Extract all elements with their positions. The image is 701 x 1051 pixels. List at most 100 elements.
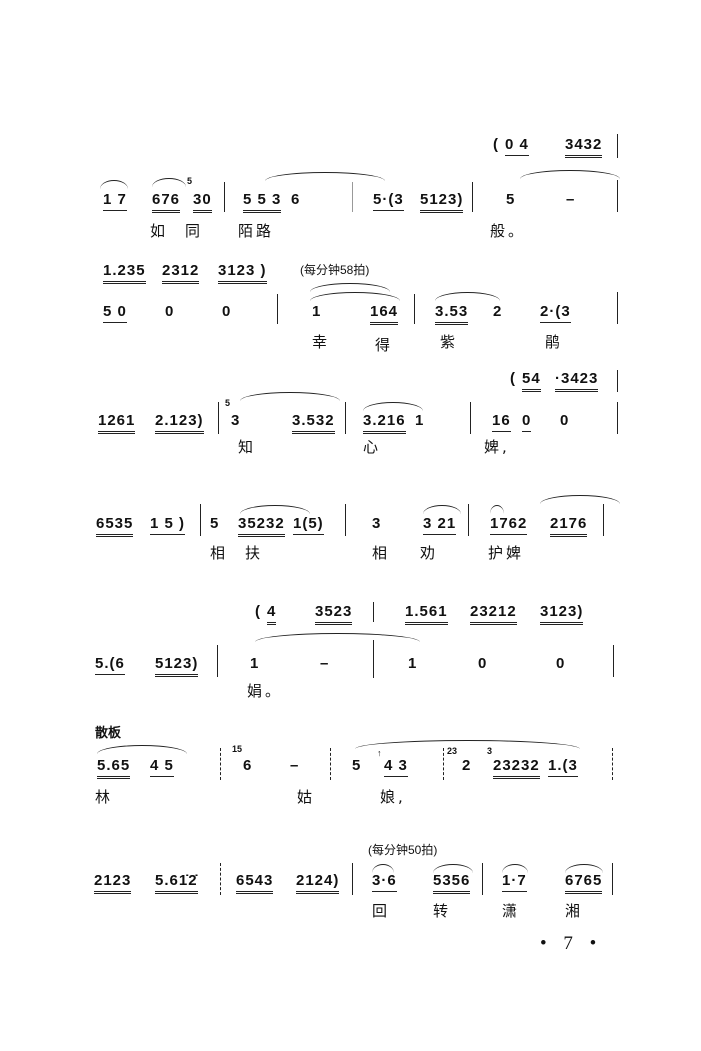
intro-note: 54: [522, 370, 541, 392]
intro-note: 3123 ): [218, 262, 267, 284]
lyric: 回: [372, 902, 391, 920]
slur: [423, 505, 461, 514]
barline: [217, 645, 218, 677]
tempo-marking: (每分钟58拍): [300, 263, 370, 277]
lyric: 娘,: [380, 788, 406, 806]
note: 1261: [98, 412, 136, 434]
note: 5: [506, 191, 516, 208]
lyric: 鹃: [545, 333, 564, 351]
note: 6765: [565, 872, 603, 894]
slur: [490, 505, 504, 514]
lyric: 幸: [312, 333, 331, 351]
barline: [612, 863, 613, 895]
slur: [565, 864, 603, 873]
note: 1: [312, 303, 322, 320]
slur: [97, 745, 187, 754]
note: 5: [210, 515, 220, 532]
note: 6543: [236, 872, 274, 894]
note: 5 5 3: [243, 191, 282, 213]
intro-note: ·3423: [555, 370, 599, 392]
intro-paren: (: [493, 136, 499, 153]
barline: [224, 182, 225, 212]
note: 35232: [238, 515, 285, 537]
note: 1·7: [502, 872, 527, 892]
intro-paren: (: [255, 603, 261, 620]
slur: [433, 864, 473, 873]
note: 0: [522, 412, 532, 432]
note: 0: [222, 303, 232, 320]
barline: [352, 863, 353, 895]
barline: [613, 645, 614, 677]
lyric: 紫: [440, 333, 459, 351]
barline-dashed: [220, 748, 221, 780]
note: 5123): [155, 655, 199, 677]
lyric: 娟。: [247, 682, 284, 700]
note: 1: [250, 655, 260, 672]
barline: [218, 402, 219, 434]
note: 5356: [433, 872, 471, 894]
intro-note: 2312: [162, 262, 200, 284]
intro-note: 0 4: [505, 136, 529, 156]
note: 3.53: [435, 303, 469, 325]
note: 4 3: [384, 757, 408, 777]
slur: [540, 495, 620, 504]
slur: [310, 292, 400, 301]
dash: –: [290, 757, 300, 774]
slur: [100, 180, 128, 189]
slur: [240, 392, 340, 401]
intro-note: 1.235: [103, 262, 146, 284]
barline: [352, 182, 353, 212]
lyric: 心: [363, 438, 382, 456]
lyric: 湘: [565, 902, 584, 920]
note: 5.(6: [95, 655, 125, 675]
note: 0: [556, 655, 566, 672]
note: 16: [492, 412, 511, 432]
intro-note: 1.561: [405, 603, 448, 625]
lyric: 同: [185, 222, 204, 240]
grace-note: 5: [187, 176, 193, 186]
note: 164: [370, 303, 399, 325]
tempo-label-free-meter: 散板: [95, 725, 122, 740]
note: 676: [152, 191, 181, 213]
note: 4 5: [150, 757, 174, 777]
intro-note: 4: [267, 603, 277, 625]
note: 0: [478, 655, 488, 672]
note: 3: [372, 515, 382, 532]
barline: [470, 402, 471, 434]
note: 6: [291, 191, 301, 208]
intro-note: 3523: [315, 603, 353, 625]
note: 0: [165, 303, 175, 320]
lyric: 转: [433, 902, 452, 920]
barline: [200, 504, 201, 536]
barline: [617, 292, 618, 324]
lyric: 陌路: [238, 222, 275, 240]
slur: [265, 172, 385, 181]
slur: [502, 864, 528, 873]
note: 3.532: [292, 412, 335, 434]
barline: [482, 863, 483, 895]
page-number: • 7 •: [540, 933, 603, 954]
barline-dashed: [612, 748, 613, 780]
barline-dashed: [443, 748, 444, 780]
intro-note: 3432: [565, 136, 603, 158]
note: 3·6: [372, 872, 397, 892]
grace-note: 5: [225, 398, 231, 408]
note: 5123): [420, 191, 464, 213]
barline: [617, 370, 618, 392]
grace-note: 3: [487, 746, 493, 756]
lyric: 护婢: [488, 544, 525, 562]
lyric: 婢,: [484, 438, 510, 456]
slur: [435, 292, 500, 301]
note: 5.65: [97, 757, 131, 779]
lyric: 般。: [490, 222, 527, 240]
note: 0: [560, 412, 570, 429]
note: 2: [462, 757, 472, 774]
barline: [617, 180, 618, 212]
grace-note: 15: [232, 744, 243, 754]
intro-paren: (: [510, 370, 516, 387]
barline: [468, 504, 469, 536]
slur: [240, 505, 310, 514]
barline: [603, 504, 604, 536]
note: 6535: [96, 515, 134, 537]
